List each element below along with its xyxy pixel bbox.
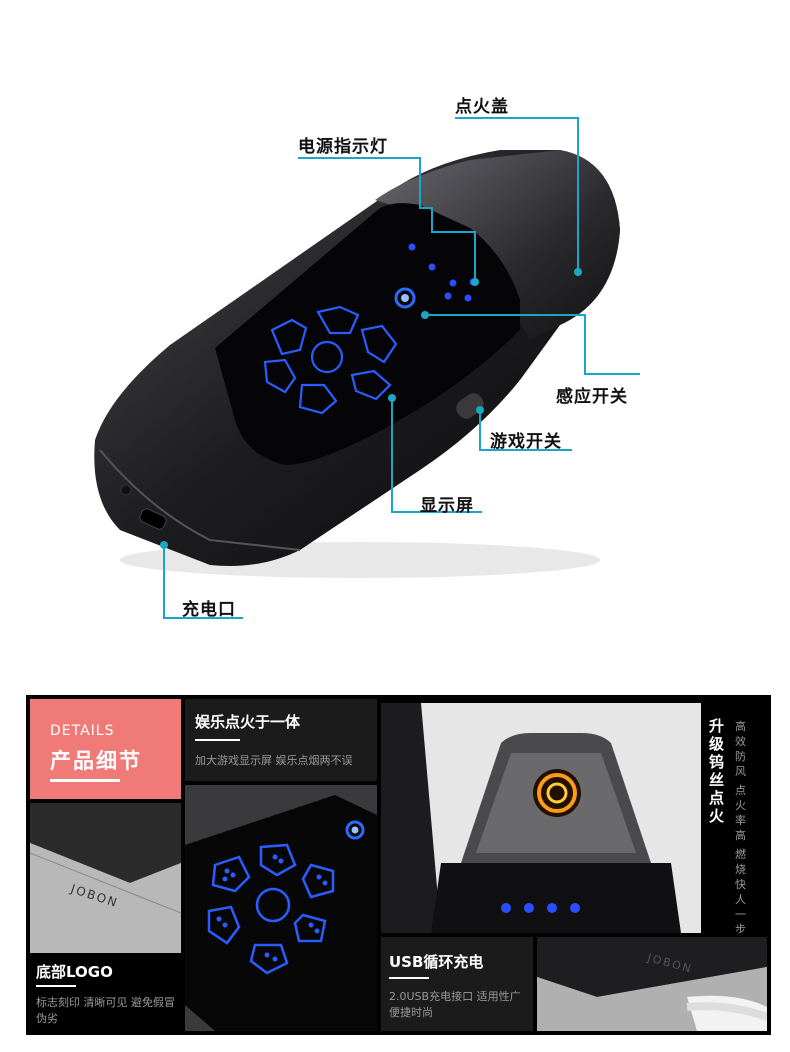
callout-charging-port: 充电口 (182, 600, 236, 620)
callout-power-indicator: 电源指示灯 (298, 137, 388, 157)
logo-caption: 底部LOGO 标志刻印 清晰可见 避免假冒伪劣 (30, 957, 181, 1031)
entertainment-underline (195, 739, 240, 741)
usb-caption: USB循环充电 2.0USB充电接口 适用性广 便捷时尚 (381, 937, 533, 1031)
entertainment-desc: 加大游戏显示屏 娱乐点烟两不误 (195, 754, 353, 767)
screen-closeup-photo (185, 785, 377, 1031)
entertainment-title: 娱乐点火于一体 (195, 713, 301, 731)
logo-photo: JOBON (30, 803, 181, 953)
details-header-en: DETAILS (50, 723, 115, 739)
entertainment-caption: 娱乐点火于一体 加大游戏显示屏 娱乐点烟两不误 (185, 699, 377, 781)
tungsten-desc-col1: 高效防风 (735, 720, 746, 778)
tungsten-caption: 升级钨丝点火 高效防风 点火率高 燃烧快人一步 (705, 703, 767, 933)
callout-game-switch: 游戏开关 (490, 432, 562, 452)
logo-title: 底部LOGO (36, 963, 113, 981)
usb-photo: JOBON (537, 937, 767, 1031)
details-header-underline (50, 779, 120, 782)
callout-display-screen: 显示屏 (420, 496, 474, 516)
callout-touch-switch: 感应开关 (556, 387, 628, 407)
details-header: DETAILS 产品细节 (30, 699, 181, 799)
tungsten-title: 升级钨丝点火 (709, 717, 725, 825)
usb-desc: 2.0USB充电接口 适用性广 便捷时尚 (389, 990, 521, 1019)
logo-desc: 标志刻印 清晰可见 避免假冒伪劣 (36, 996, 175, 1025)
usb-title: USB循环充电 (389, 953, 484, 971)
callout-ignition-cover: 点火盖 (455, 97, 509, 117)
details-header-cn: 产品细节 (50, 749, 142, 773)
tungsten-photo (381, 703, 701, 933)
details-panel: DETAILS 产品细节 娱乐点火于一体 加大游戏显示屏 娱乐点烟两不误 (26, 695, 771, 1035)
tungsten-desc-col3: 燃烧快人一步 (735, 848, 746, 933)
logo-underline (36, 985, 76, 987)
tungsten-desc-col2: 点火率高 (735, 784, 746, 842)
usb-underline (389, 977, 429, 979)
lighter-illustration (94, 117, 640, 619)
